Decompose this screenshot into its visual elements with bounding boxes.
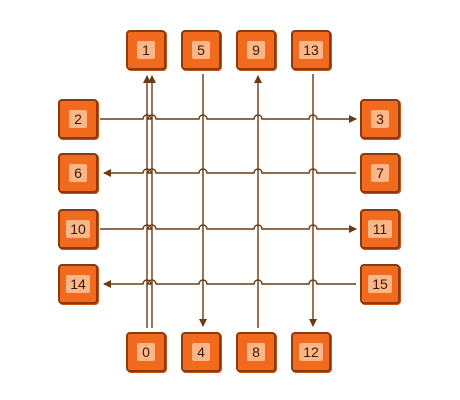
node-right-7: 7 [360,153,400,193]
node-left-14: 14 [58,264,98,304]
node-bottom-12: 12 [291,332,331,372]
wire-15-to-14 [103,279,356,288]
node-top-1: 1 [126,30,166,70]
node-left-10: 10 [58,209,98,249]
node-top-13: 13 [291,30,331,70]
node-right-11: 11 [360,209,400,249]
node-left-2: 2 [58,99,98,139]
node-top-5: 5 [181,30,221,70]
node-bottom-8: 8 [236,332,276,372]
node-bottom-0: 0 [126,332,166,372]
node-top-9: 9 [236,30,276,70]
node-right-15: 15 [360,264,400,304]
wire-2-to-3 [100,114,357,123]
wire-10-to-11 [100,224,357,233]
node-left-6: 6 [58,153,98,193]
node-right-3: 3 [360,99,400,139]
node-bottom-4: 4 [181,332,221,372]
wire-7-to-6 [103,168,356,177]
